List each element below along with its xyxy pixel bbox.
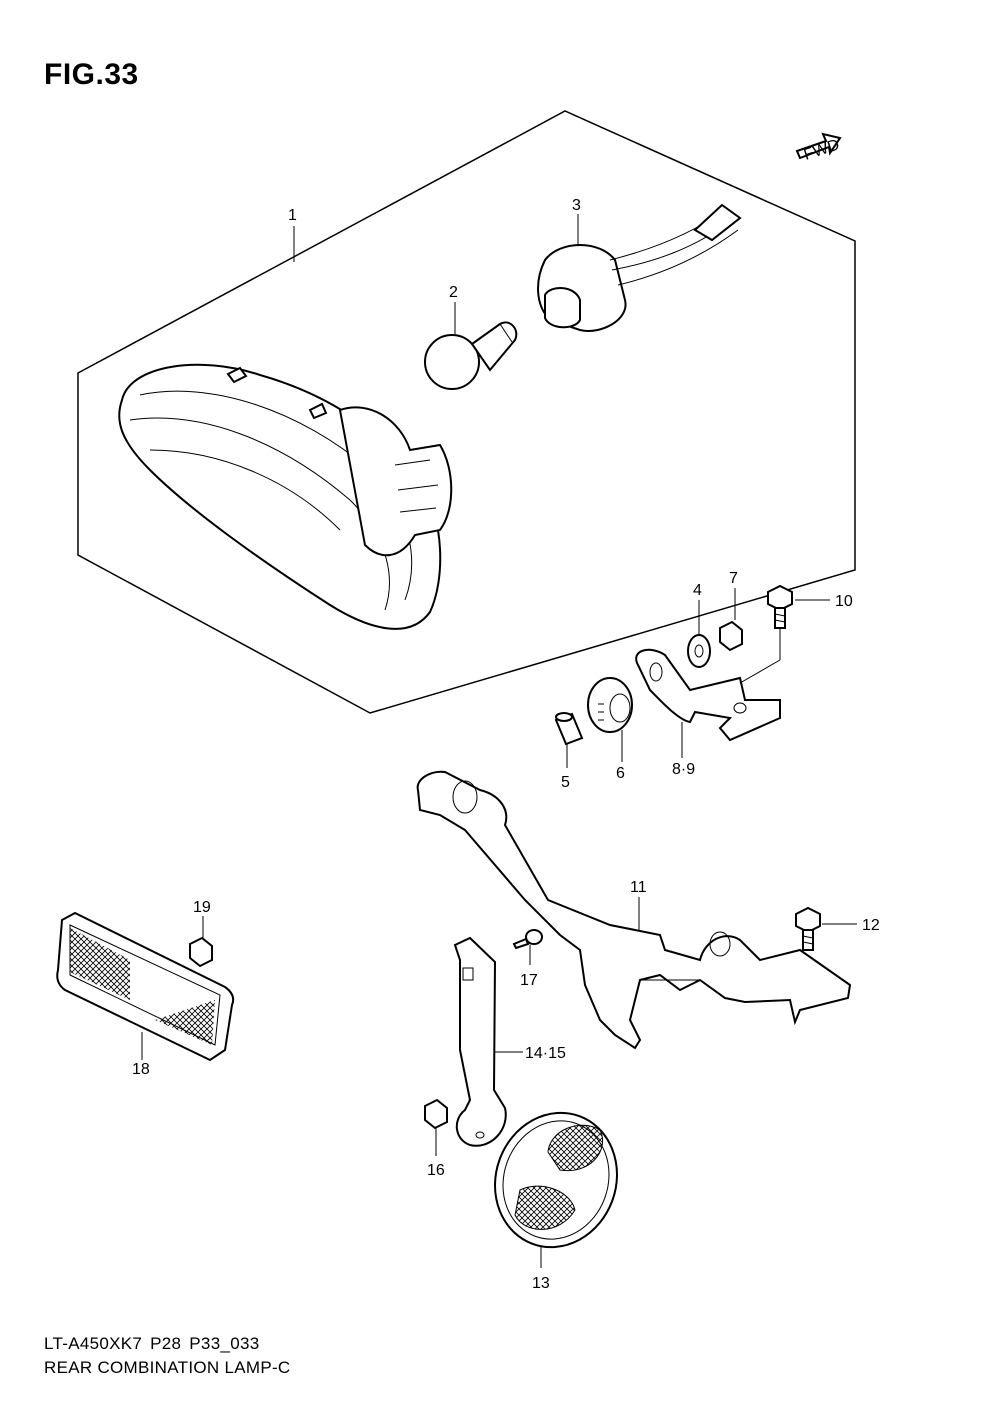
washer	[687, 634, 711, 668]
callout-12: 12	[862, 917, 880, 934]
footer-section: REAR COMBINATION LAMP-C	[44, 1358, 291, 1377]
callout-16: 16	[427, 1162, 445, 1179]
footer-model-line: LT-A450XK7 P28 P33_033	[44, 1334, 267, 1354]
callout-19: 19	[193, 899, 211, 916]
footer-page2: P33_033	[189, 1334, 260, 1353]
round-reflector	[494, 1111, 618, 1249]
callout-8-9: 8·9	[672, 761, 695, 778]
footer-model: LT-A450XK7	[44, 1334, 143, 1353]
footer-page1: P28	[150, 1334, 182, 1353]
callout-11: 11	[630, 879, 647, 896]
lamp-bracket	[635, 648, 781, 742]
callout-7: 7	[729, 570, 738, 587]
nut-7	[719, 620, 743, 652]
assembly-box	[77, 110, 856, 714]
fwd-arrow-icon: FWD	[795, 132, 842, 164]
tail-lamp-assembly	[118, 363, 453, 630]
collar	[554, 712, 584, 746]
callout-14-15: 14·15	[525, 1045, 566, 1062]
nut-19	[189, 936, 213, 968]
main-bracket	[416, 770, 852, 1050]
leader-10-axis	[739, 659, 781, 684]
bolt-10	[767, 584, 793, 629]
callout-18: 18	[132, 1061, 150, 1078]
callout-3: 3	[572, 197, 581, 214]
callout-13: 13	[532, 1275, 550, 1292]
callout-4: 4	[693, 582, 702, 599]
callout-6: 6	[616, 765, 625, 782]
rectangular-reflector	[56, 911, 235, 1062]
bolt-12	[795, 906, 821, 951]
callout-5: 5	[561, 774, 570, 791]
grommet	[587, 677, 633, 733]
callout-2: 2	[449, 284, 458, 301]
nut-16	[424, 1098, 448, 1130]
bulb-socket	[537, 203, 742, 332]
reflector-bracket	[453, 936, 507, 1147]
callout-10: 10	[835, 593, 853, 610]
figure-title: FIG.33	[44, 58, 139, 91]
callout-17: 17	[520, 972, 538, 989]
screw-17	[512, 929, 543, 950]
bulb	[424, 321, 518, 390]
callout-1: 1	[288, 207, 297, 224]
fwd-label: FWD	[802, 136, 842, 163]
